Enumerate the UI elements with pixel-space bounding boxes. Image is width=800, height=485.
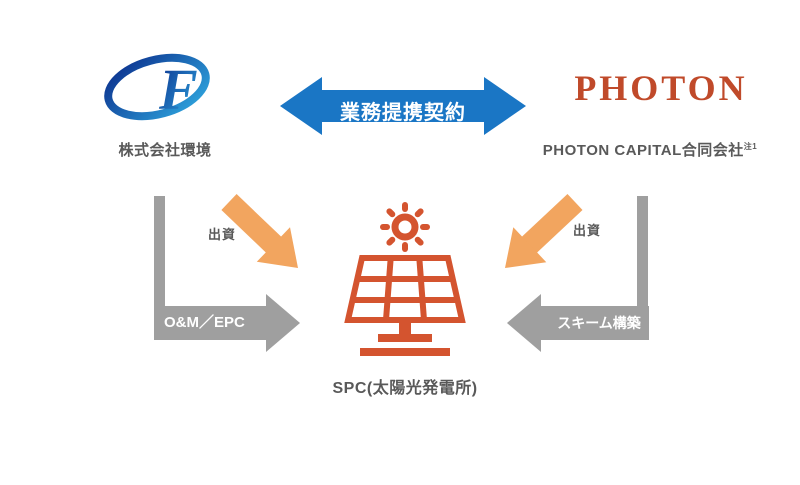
right-investment-arrow-icon <box>505 193 583 268</box>
right-company-logo: PHOTON <box>566 66 756 111</box>
cf-ellipse-logo-icon: F <box>95 40 235 135</box>
spc-label: SPC(太陽光発電所) <box>332 380 478 397</box>
right-company-note: 注1 <box>743 142 758 151</box>
sun-icon <box>380 202 430 252</box>
left-connector-bar <box>154 196 165 308</box>
right-connector-bar <box>637 196 648 308</box>
solar-panel-icon <box>344 202 466 356</box>
partnership-arrow: 業務提携契約 <box>278 72 528 142</box>
logo-letter: F <box>158 57 198 122</box>
right-invest-label: 出資 <box>572 223 601 238</box>
left-company-name: 株式会社環境 <box>118 142 212 159</box>
photon-logo-text: PHOTON <box>574 68 748 108</box>
right-company-name: PHOTON CAPITAL合同会社注1 <box>520 139 780 160</box>
scheme-arrow: スキーム構築 <box>503 290 653 356</box>
right-company-name-text: PHOTON CAPITAL合同会社 <box>542 142 744 159</box>
partnership-label: 業務提携契約 <box>340 102 466 124</box>
scheme-label: スキーム構築 <box>557 315 641 331</box>
double-arrow-icon <box>280 77 526 135</box>
right-arrow-icon <box>154 294 300 352</box>
left-company-logo: F <box>95 40 235 135</box>
left-arrow-icon <box>507 294 649 352</box>
left-invest-label: 出資 <box>207 227 236 242</box>
om-epc-label: O&M／EPC <box>164 314 245 331</box>
om-epc-arrow: O&M／EPC <box>154 290 304 356</box>
left-investment-arrow-icon <box>221 194 298 268</box>
